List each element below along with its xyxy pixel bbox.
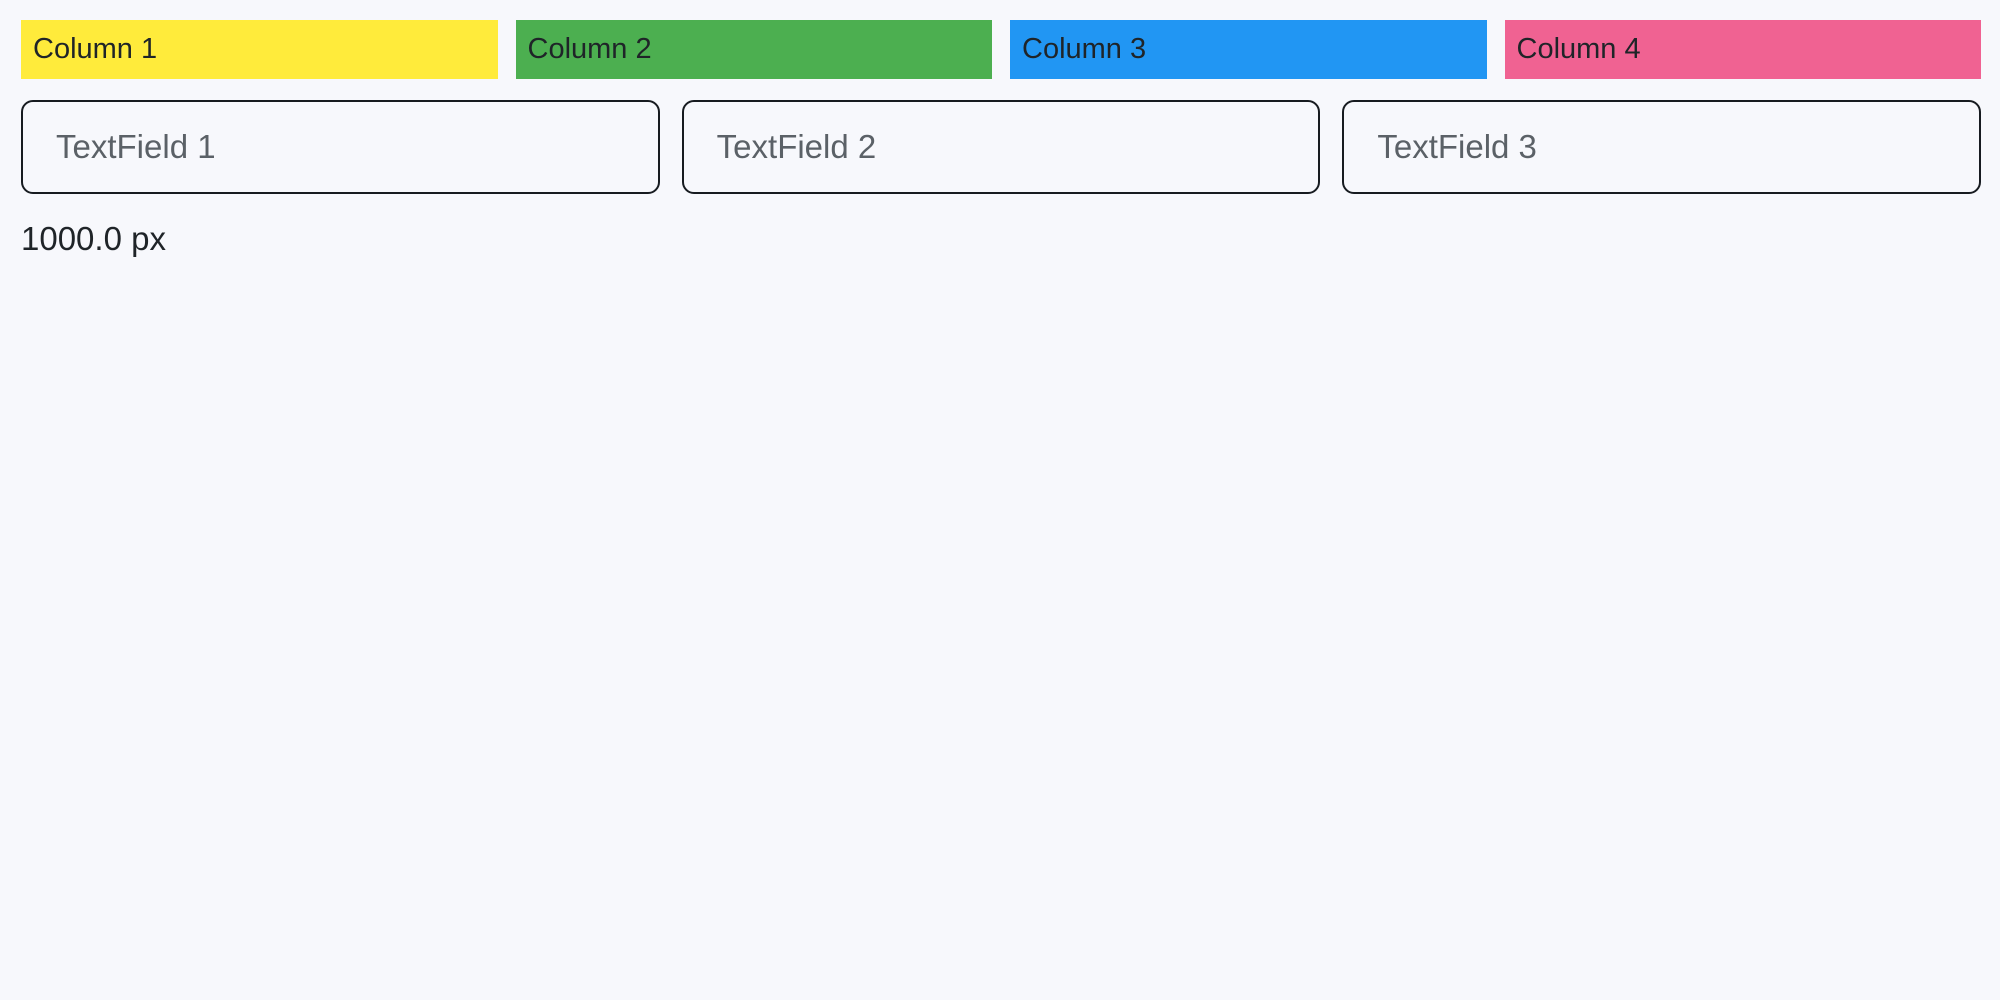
column-3-bar: Column 3 [1010,20,1487,79]
column-4-bar: Column 4 [1504,20,1981,79]
column-1-bar: Column 1 [21,20,498,79]
column-4-label: Column 4 [1516,33,1641,65]
column-2-bar: Column 2 [515,20,992,79]
textfield-1[interactable] [21,100,660,194]
textfields-row [21,100,1982,194]
column-3-label: Column 3 [1022,33,1147,65]
textfield-3[interactable] [1342,100,1982,194]
columns-row: Column 1 Column 2 Column 3 Column 4 [21,20,1981,79]
textfield-2[interactable] [681,100,1321,194]
column-1-label: Column 1 [33,33,158,65]
width-readout-label: 1000.0 px [21,220,166,257]
column-2-label: Column 2 [527,33,652,65]
